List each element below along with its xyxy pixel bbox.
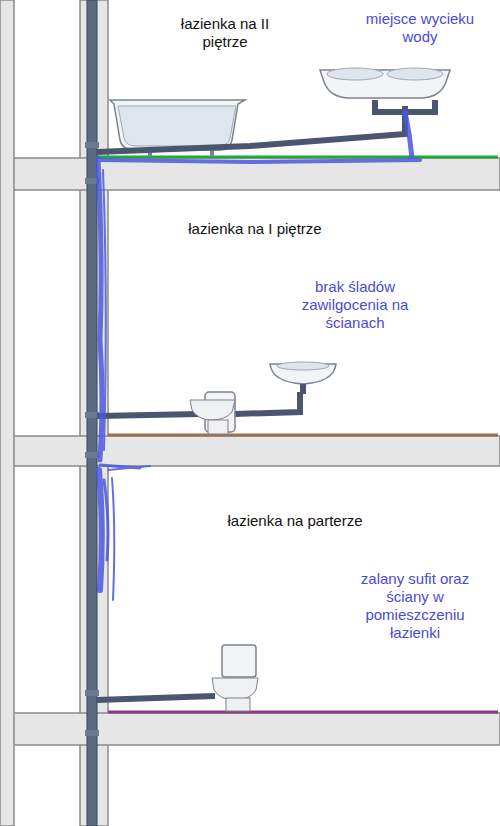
note-label: brak śladów zawilgocenia na ścianach bbox=[288, 278, 423, 332]
note-label: zalany sufit oraz ściany w pomieszczeniu… bbox=[348, 570, 483, 642]
room-label: łazienka na I piętrze bbox=[155, 220, 355, 238]
toilet bbox=[212, 645, 258, 711]
washbasin bbox=[270, 362, 336, 394]
room-label: łazienka na II piętrze bbox=[160, 15, 290, 51]
room-label: łazienka na parterze bbox=[195, 512, 395, 530]
drain-pipe bbox=[97, 106, 405, 152]
floor-line bbox=[96, 156, 498, 159]
double-sink bbox=[320, 68, 450, 98]
toilet bbox=[190, 392, 235, 434]
stack-pipe bbox=[85, 0, 99, 826]
note-label: miejsce wycieku wody bbox=[353, 10, 488, 46]
water-leak bbox=[98, 112, 420, 600]
drain-pipe bbox=[97, 696, 215, 700]
floor-line bbox=[108, 711, 498, 714]
floor-line bbox=[108, 434, 498, 437]
